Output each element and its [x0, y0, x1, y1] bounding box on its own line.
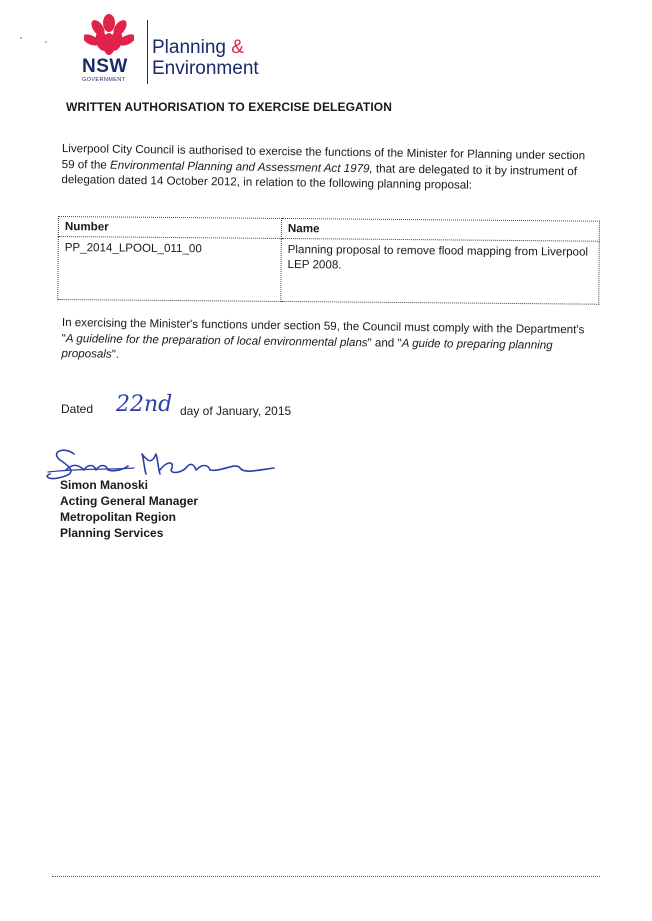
handwritten-day: 22nd [116, 392, 173, 417]
waratah-icon [84, 14, 134, 55]
signatory-division: Planning Services [60, 526, 164, 540]
document-title: WRITTEN AUTHORISATION TO EXERCISE DELEGA… [66, 100, 392, 114]
authorisation-paragraph: Liverpool City Council is authorised to … [61, 141, 594, 195]
handwritten-signature [46, 449, 275, 480]
dated-label: Dated [61, 402, 94, 416]
para2-text-c: ". [111, 347, 120, 361]
compliance-paragraph: In exercising the Minister's functions u… [61, 315, 594, 369]
logo-environment: Environment [152, 58, 259, 79]
proposal-number-cell: PP_2014_LPOOL_011_00 [57, 236, 282, 302]
act-name: Environmental Planning and Assessment Ac… [109, 158, 373, 175]
nsw-planning-environment-logo: NSW GOVERNMENT Planning & Environment [74, 14, 304, 84]
proposal-name-cell: Planning proposal to remove flood mappin… [280, 238, 600, 305]
scan-specks [18, 30, 58, 50]
column-header-name: Name [281, 218, 600, 242]
planning-proposal-table: Number Name PP_2014_LPOOL_011_00 Plannin… [57, 216, 600, 305]
signatory-region: Metropolitan Region [60, 510, 176, 524]
footer-divider [52, 876, 600, 877]
column-header-number: Number [58, 216, 282, 239]
logo-ampersand: & [231, 37, 244, 58]
logo-nsw: NSW [82, 56, 128, 77]
logo-planning: Planning [152, 37, 226, 58]
guideline-title: A guideline for the preparation of local… [65, 331, 368, 349]
logo-divider [147, 20, 148, 84]
signatory-block: Simon Manoski Acting General Manager Met… [60, 477, 198, 541]
logo-dept-line1: Planning & [152, 37, 244, 59]
para2-text-b: " and " [367, 335, 402, 350]
signatory-role: Acting General Manager [60, 494, 199, 508]
signatory-name: Simon Manoski [60, 478, 149, 492]
table-row: PP_2014_LPOOL_011_00 Planning proposal t… [57, 236, 600, 305]
dated-month-year: day of January, 2015 [180, 404, 292, 418]
logo-government: GOVERNMENT [82, 77, 126, 83]
